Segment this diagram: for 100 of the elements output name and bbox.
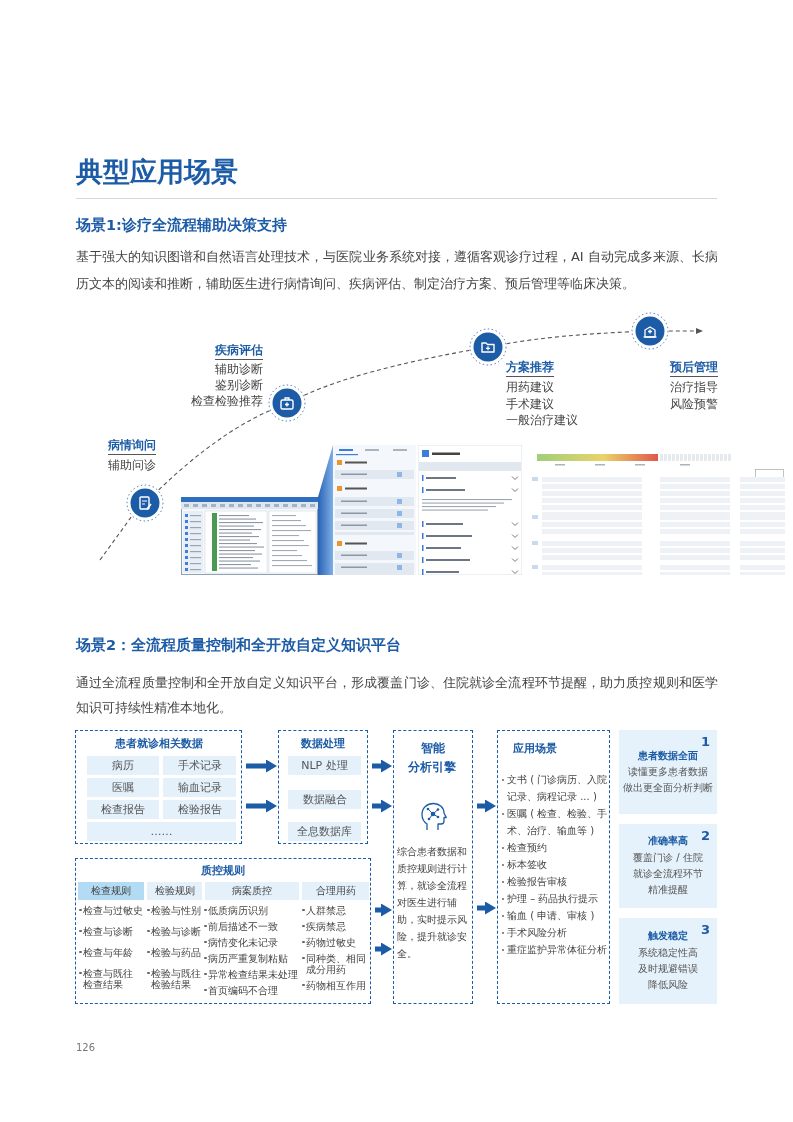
dashed-frame [75, 858, 371, 1004]
list-item: 疾病禁忌 [306, 920, 347, 932]
stage-item: 鉴别诊断 [215, 377, 263, 393]
list-item: 检查预约 [507, 841, 548, 855]
dashed-line [303, 349, 470, 396]
data-cell: 检验报告 [163, 800, 236, 819]
box-title: 应用场景 [513, 742, 557, 756]
dashed-line [506, 331, 632, 345]
list-item: 异常检查结果未处理 [208, 968, 299, 980]
panel-heading: 准确率高 [648, 834, 688, 849]
panel-text: 系统稳定性高 [638, 945, 698, 960]
list-item: 检验与性别 [151, 904, 202, 916]
data-cell: 检查报告 [87, 800, 159, 819]
arrow [243, 759, 277, 773]
info-panel [619, 918, 717, 1004]
page-number: 126 [76, 1042, 96, 1054]
column-header: 检查规则 [78, 882, 144, 900]
stage-heading: 病情询问 [108, 437, 156, 455]
panel-text: 精准提醒 [648, 883, 688, 898]
list-item: 检查与过敏史 [83, 904, 144, 916]
column-header: 病案质控 [205, 882, 299, 900]
panel-text: 覆盖门诊 / 住院 [633, 850, 703, 865]
paragraph: 基于强大的知识图谱和自然语言处理技术，与医院业务系统对接，遵循客观诊疗过程，AI 自动完成多来源、长病历文本的阅读和推断，辅助医生进行病情询问、疾病评估、制定治疗方案、预后管理等临床决策。 [76, 248, 718, 293]
dashed-line [158, 410, 271, 491]
list-item: 手术风险分析 [507, 926, 568, 940]
panel-heading: 触发稳定 [648, 929, 688, 944]
arrow [372, 903, 392, 917]
list-item: 检查与诊断 [83, 925, 134, 937]
dashed-frame [278, 730, 368, 844]
data-cell: …… [87, 822, 236, 841]
stage-item: 治疗指导 [670, 379, 718, 395]
stage-heading: 预后管理 [670, 360, 718, 377]
panel-number: 1 [700, 734, 710, 750]
panel-number: 3 [700, 922, 710, 938]
list-item: 病历严重复制粘贴 [208, 952, 289, 964]
stage-item: 手术建议 [506, 396, 554, 412]
list-item: 检查与年龄 [83, 946, 134, 958]
list-item: 检验报告审核 [507, 875, 568, 889]
page-title: 典型应用场景 [76, 155, 238, 189]
data-cell: 输血记录 [163, 778, 236, 797]
paragraph: 通过全流程质量控制和全开放自定义知识平台，形成覆盖门诊、住院就诊全流程环节提醒，助力质控规则和医学知识可持续性精准本地化。 [76, 674, 718, 717]
stage-item: 辅助诊断 [215, 361, 263, 377]
list-item: 输血 ( 申请、审核 ) [507, 909, 596, 923]
arrow [372, 942, 392, 956]
list-item: 同种类、相同成分用药 [306, 952, 367, 975]
section-heading: 场景2：全流程质量控制和全开放自定义知识平台 [76, 636, 402, 655]
stage-item: 一般治疗建议 [506, 412, 578, 428]
panel-heading: 患者数据全面 [638, 748, 698, 763]
list-item: 首页编码不合理 [208, 984, 279, 996]
stage-heading: 方案推荐 [506, 360, 554, 377]
step-circle [469, 328, 507, 366]
column-header: 合理用药 [302, 882, 369, 900]
dashed-line [99, 515, 133, 561]
data-cell: 全息数据库 [288, 822, 361, 841]
arrow [369, 759, 392, 773]
list-item: 病情变化未记录 [208, 936, 279, 948]
panel-text: 就诊全流程环节 [633, 867, 703, 881]
list-item: 重症监护异常体征分析 [507, 943, 608, 957]
arrow [474, 901, 496, 915]
panel-text: 做出更全面分析判断 [623, 781, 713, 796]
data-cell: 手术记录 [163, 756, 236, 775]
dashed-frame [497, 730, 610, 1004]
list-item: 检验与药品 [151, 946, 202, 958]
section-heading: 场景1:诊疗全流程辅助决策支持 [76, 216, 287, 235]
stage-item: 辅助问诊 [108, 457, 156, 473]
list-item: 药物过敏史 [306, 936, 357, 948]
dashed-arrow [668, 328, 704, 334]
dashed-frame [75, 730, 242, 844]
arrow [243, 799, 277, 813]
stage-heading: 疾病评估 [215, 343, 263, 360]
list-item: 检查与既往检查结果 [83, 967, 134, 990]
box-title: 患者就诊相关数据 [113, 737, 204, 751]
step-circle [268, 384, 306, 422]
list-item: 检验与既往检验结果 [151, 967, 202, 990]
stage-item: 检查检验推荐 [191, 393, 263, 409]
data-cell: 病历 [87, 756, 159, 775]
stage-item: 风险预警 [670, 396, 718, 412]
dashed-frame [393, 730, 473, 1004]
box-title: 质控规则 [200, 864, 246, 878]
list-item: 标本签收 [507, 858, 548, 872]
arrow [369, 799, 392, 813]
box-title: 智能分析引擎 [408, 740, 457, 776]
info-panel [619, 730, 717, 814]
column-header: 检验规则 [147, 882, 202, 900]
panel-text: 读懂更多患者数据 [628, 764, 708, 779]
list-item: 药物相互作用 [306, 979, 367, 991]
list-item: 前后描述不一致 [208, 920, 279, 932]
step-circle [126, 484, 164, 522]
list-item: 文书 ( 门诊病历、入院记录、病程记录 ... ) [507, 773, 608, 804]
box-title: 数据处理 [300, 737, 346, 751]
stage-item: 用药建议 [506, 379, 554, 395]
list-item: 人群禁忌 [306, 904, 347, 916]
data-cell: 医嘱 [87, 778, 159, 797]
list-item: 低质病历识别 [208, 904, 269, 916]
data-cell: 数据融合 [288, 790, 361, 809]
list-item: 检验与诊断 [151, 925, 202, 937]
step-circle [631, 312, 669, 350]
data-cell: NLP 处理 [288, 756, 361, 775]
panel-text: 及时规避错误 [638, 962, 698, 976]
body-text: 综合患者数据和质控规则进行计算，就诊全流程对医生进行辅助，实时提示风险，提升就诊安全。 [397, 845, 468, 961]
